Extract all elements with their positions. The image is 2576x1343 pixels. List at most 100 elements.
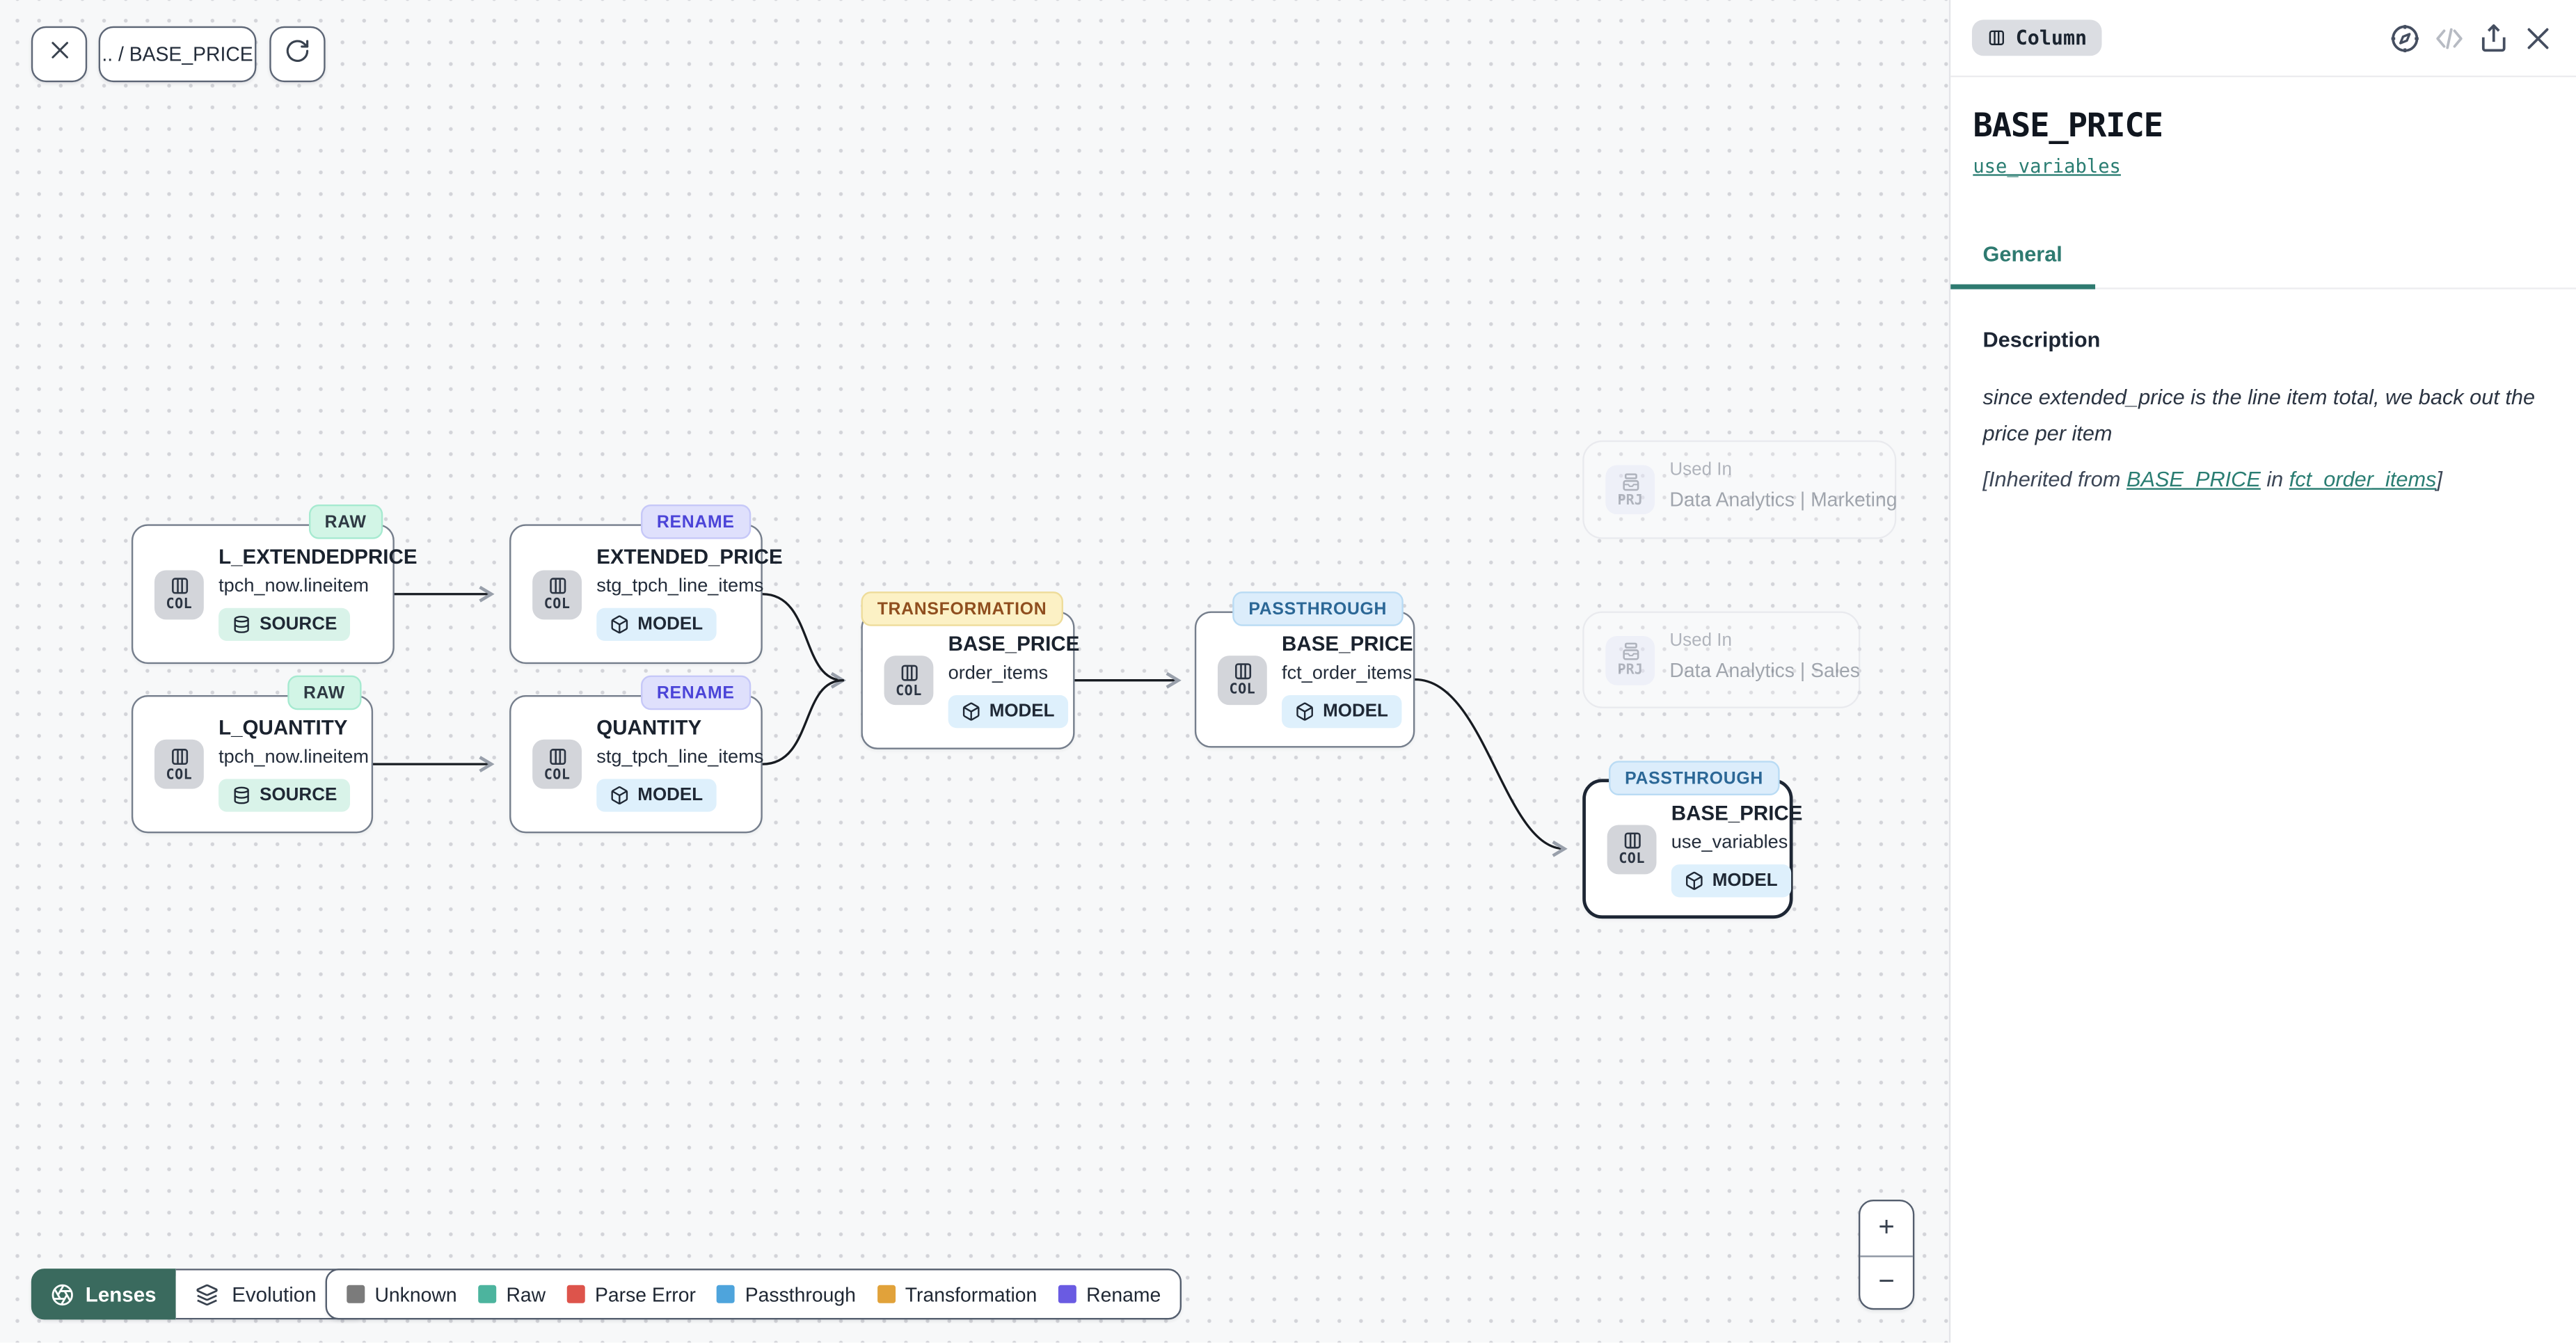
edge-type-badge: TRANSFORMATION xyxy=(861,591,1063,626)
panel-header: Column xyxy=(1950,0,2576,77)
legend-item: Unknown xyxy=(347,1282,457,1305)
node-title: BASE_PRICE xyxy=(1282,633,1413,656)
node-l-quantity[interactable]: RAW COL L_QUANTITY tpch_now.lineitem SOU… xyxy=(131,675,374,834)
share-icon[interactable] xyxy=(2478,22,2509,54)
legend-item: Raw xyxy=(478,1282,546,1305)
refresh-button[interactable] xyxy=(269,26,326,83)
code-icon[interactable] xyxy=(2434,22,2465,54)
node-kind-tag: MODEL xyxy=(596,607,717,642)
edge-type-badge: RENAME xyxy=(640,504,752,539)
column-type-chip: COL xyxy=(884,655,934,706)
node-kind-tag: MODEL xyxy=(1671,864,1791,898)
zoom-controls: + − xyxy=(1858,1199,1915,1310)
aperture-icon xyxy=(51,1282,74,1305)
node-quantity[interactable]: RENAME COL QUANTITY stg_tpch_line_items … xyxy=(509,675,764,834)
entity-type-badge: Column xyxy=(1971,19,2102,56)
column-type-chip: COL xyxy=(154,569,204,619)
tab-general[interactable]: General xyxy=(1950,241,2096,289)
node-base-price-fct-order-items[interactable]: PASSTHROUGH COL BASE_PRICE fct_order_ite… xyxy=(1194,591,1415,748)
edge-type-badge: RENAME xyxy=(640,675,752,710)
column-icon xyxy=(1986,28,2005,47)
column-type-chip: COL xyxy=(1607,824,1657,874)
node-subtitle: fct_order_items xyxy=(1282,664,1413,684)
edge-type-badge: PASSTHROUGH xyxy=(1608,761,1780,796)
database-icon xyxy=(232,614,251,634)
edge-type-badge: RAW xyxy=(287,675,362,710)
used-in-name: Data Analytics | Marketing xyxy=(1669,488,1898,511)
x-icon xyxy=(47,38,71,70)
legend-swatch xyxy=(566,1285,585,1303)
close-icon[interactable] xyxy=(2522,22,2554,54)
used-in-label: Used In xyxy=(1669,460,1732,480)
node-title: L_EXTENDEDPRICE xyxy=(218,546,418,569)
lens-legend: Unknown Raw Parse Error Passthrough Tran… xyxy=(325,1269,1182,1320)
zoom-in-button[interactable]: + xyxy=(1878,1211,1895,1243)
node-title: BASE_PRICE xyxy=(948,633,1080,656)
node-base-price-use-variables-selected[interactable]: PASSTHROUGH COL BASE_PRICE use_variables… xyxy=(1582,761,1802,919)
inherited-model-link[interactable]: fct_order_items xyxy=(2289,466,2437,491)
node-extended-price[interactable]: RENAME COL EXTENDED_PRICE stg_tpch_line_… xyxy=(509,504,783,665)
cube-icon xyxy=(962,701,981,721)
description-section: Description since extended_price is the … xyxy=(1950,289,2576,491)
used-in-name: Data Analytics | Sales xyxy=(1669,659,1860,683)
breadcrumb-label: .. / BASE_PRICE xyxy=(102,42,253,66)
node-subtitle: order_items xyxy=(948,664,1049,684)
lenses-label: Lenses xyxy=(85,1282,157,1306)
layers-icon xyxy=(196,1282,218,1305)
lineage-canvas[interactable]: .. / BASE_PRICE RAW COL L_EXTENDEDPRICE … xyxy=(0,0,1948,1343)
panel-tabs: General xyxy=(1950,241,2576,289)
inherited-column-link[interactable]: BASE_PRICE xyxy=(2126,466,2261,491)
node-subtitle: stg_tpch_line_items xyxy=(596,747,764,768)
cube-icon xyxy=(610,614,629,634)
column-type-chip: COL xyxy=(532,739,582,789)
legend-swatch xyxy=(877,1285,896,1303)
used-in-card-sales[interactable]: PRJ Used In Data Analytics | Sales xyxy=(1582,611,1861,708)
project-icon xyxy=(1619,641,1641,662)
lenses-button[interactable]: Lenses xyxy=(31,1269,176,1320)
cube-icon xyxy=(1685,871,1704,891)
node-title: EXTENDED_PRICE xyxy=(596,546,783,569)
legend-swatch xyxy=(347,1285,365,1303)
node-title: L_QUANTITY xyxy=(218,716,348,740)
used-in-card-marketing[interactable]: PRJ Used In Data Analytics | Marketing xyxy=(1582,440,1898,539)
node-subtitle: use_variables xyxy=(1671,833,1788,853)
legend-item: Passthrough xyxy=(717,1282,856,1305)
node-subtitle: stg_tpch_line_items xyxy=(596,576,764,597)
description-text: since extended_price is the line item to… xyxy=(1982,384,2536,445)
panel-title: BASE_PRICE xyxy=(1973,105,2163,145)
cube-icon xyxy=(610,786,629,805)
model-link[interactable]: use_variables xyxy=(1973,154,2121,178)
refresh-icon xyxy=(285,37,311,72)
legend-item: Parse Error xyxy=(566,1282,696,1305)
inherited-note: [Inherited from BASE_PRICE in fct_order_… xyxy=(1982,466,2442,491)
project-type-chip: PRJ xyxy=(1605,635,1655,685)
node-l-extendedprice[interactable]: RAW COL L_EXTENDEDPRICE tpch_now.lineite… xyxy=(131,504,418,665)
compass-icon[interactable] xyxy=(2390,22,2421,54)
cube-icon xyxy=(1295,701,1314,721)
legend-swatch xyxy=(478,1285,497,1303)
breadcrumb[interactable]: .. / BASE_PRICE xyxy=(98,26,257,83)
legend-item: Rename xyxy=(1058,1282,1161,1305)
canvas-close-button[interactable] xyxy=(31,26,88,83)
legend-swatch xyxy=(717,1285,736,1303)
node-title: BASE_PRICE xyxy=(1671,802,1803,825)
node-kind-tag: SOURCE xyxy=(218,779,351,812)
details-panel: Column BASE_PRICE use_variables General … xyxy=(1948,0,2576,1343)
column-type-chip: COL xyxy=(1217,655,1267,704)
node-subtitle: tpch_now.lineitem xyxy=(218,747,369,768)
node-base-price-order-items[interactable]: TRANSFORMATION COL BASE_PRICE order_item… xyxy=(861,591,1079,749)
project-type-chip: PRJ xyxy=(1605,465,1655,515)
node-subtitle: tpch_now.lineitem xyxy=(218,576,369,597)
node-title: QUANTITY xyxy=(596,716,702,740)
node-kind-tag: MODEL xyxy=(1282,694,1401,729)
legend-item: Transformation xyxy=(877,1282,1037,1305)
node-kind-tag: MODEL xyxy=(596,779,717,812)
column-type-chip: COL xyxy=(154,739,204,789)
node-kind-tag: SOURCE xyxy=(218,607,351,642)
edge-type-badge: PASSTHROUGH xyxy=(1232,591,1404,626)
description-heading: Description xyxy=(1982,326,2101,352)
lens-mode-value: Evolution xyxy=(232,1282,317,1306)
database-icon xyxy=(232,786,251,805)
zoom-out-button[interactable]: − xyxy=(1860,1255,1913,1308)
legend-swatch xyxy=(1058,1285,1076,1303)
